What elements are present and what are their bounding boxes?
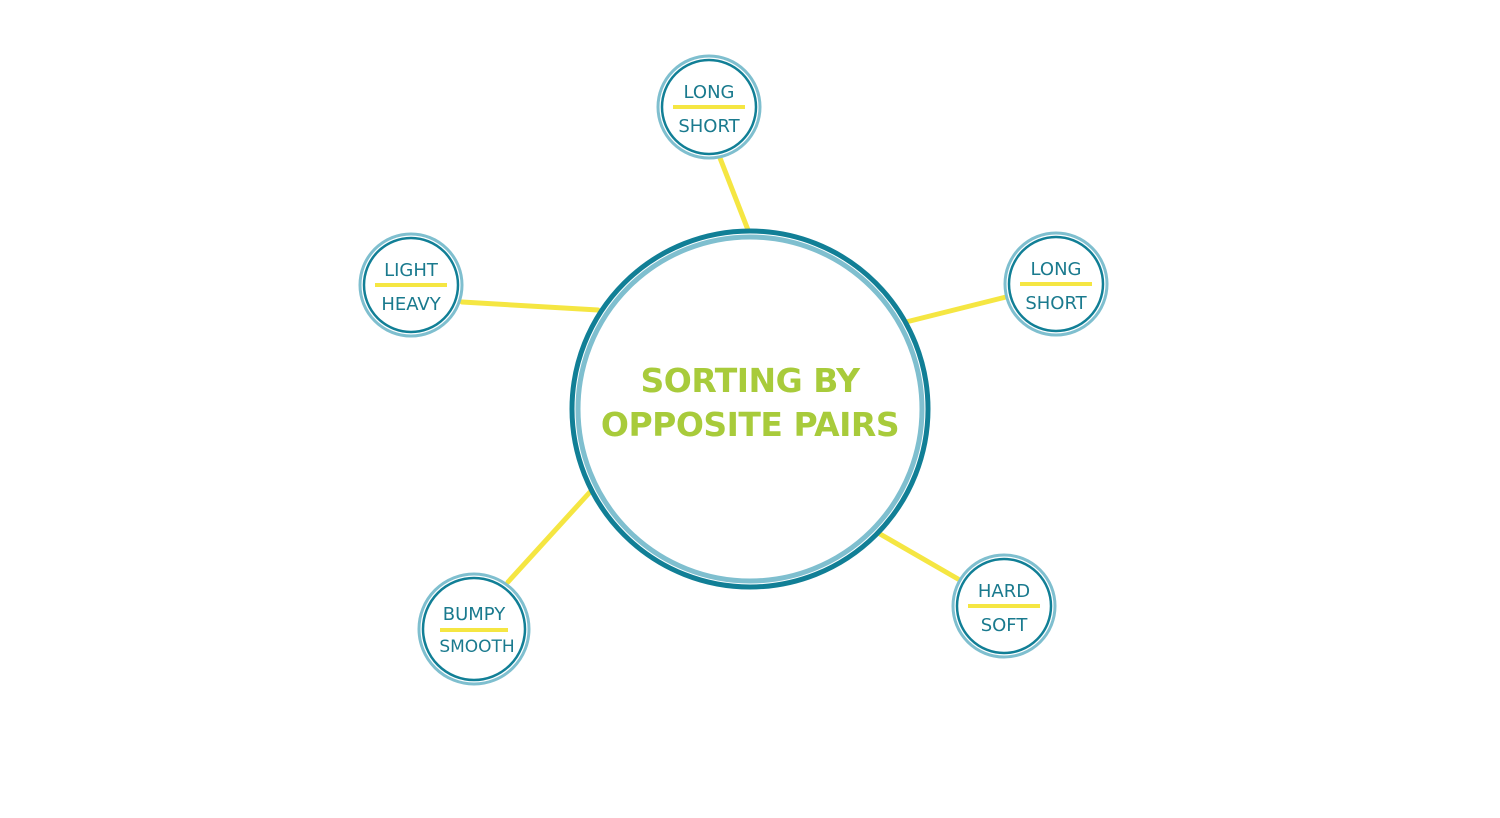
center-title-line2: OPPOSITE PAIRS <box>601 405 899 444</box>
connector-top <box>717 155 751 233</box>
pair-node-right: LONG SHORT <box>1003 231 1109 337</box>
connector-right <box>903 294 1009 325</box>
pair-node-left: LIGHT HEAVY <box>358 232 464 338</box>
pair-top-word: BUMPY <box>443 604 507 625</box>
center-title-line1: SORTING BY <box>641 361 862 400</box>
pair-bottom-word: SHORT <box>678 116 740 137</box>
connector-bottom-right <box>877 531 961 582</box>
pair-bottom-word: SOFT <box>981 615 1029 636</box>
pair-top-word: LONG <box>1031 259 1082 280</box>
pair-top-word: HARD <box>978 581 1030 602</box>
pair-node-top: LONG SHORT <box>656 54 762 160</box>
pair-node-bottom-right: HARD SOFT <box>951 553 1057 659</box>
center-circle-inner <box>575 234 925 584</box>
pair-bottom-word: HEAVY <box>381 294 441 315</box>
pair-bottom-word: SHORT <box>1025 293 1087 314</box>
connector-lines <box>459 155 1009 585</box>
pair-node-bottom-left: BUMPY SMOOTH <box>417 572 531 686</box>
center-node: SORTING BY OPPOSITE PAIRS <box>569 228 931 590</box>
center-circle-outer <box>569 228 931 590</box>
pair-top-word: LONG <box>684 82 735 103</box>
connector-left <box>459 299 601 313</box>
pair-top-word: LIGHT <box>384 260 439 281</box>
connector-bottom-left <box>505 489 593 585</box>
pair-bottom-word: SMOOTH <box>439 637 514 657</box>
